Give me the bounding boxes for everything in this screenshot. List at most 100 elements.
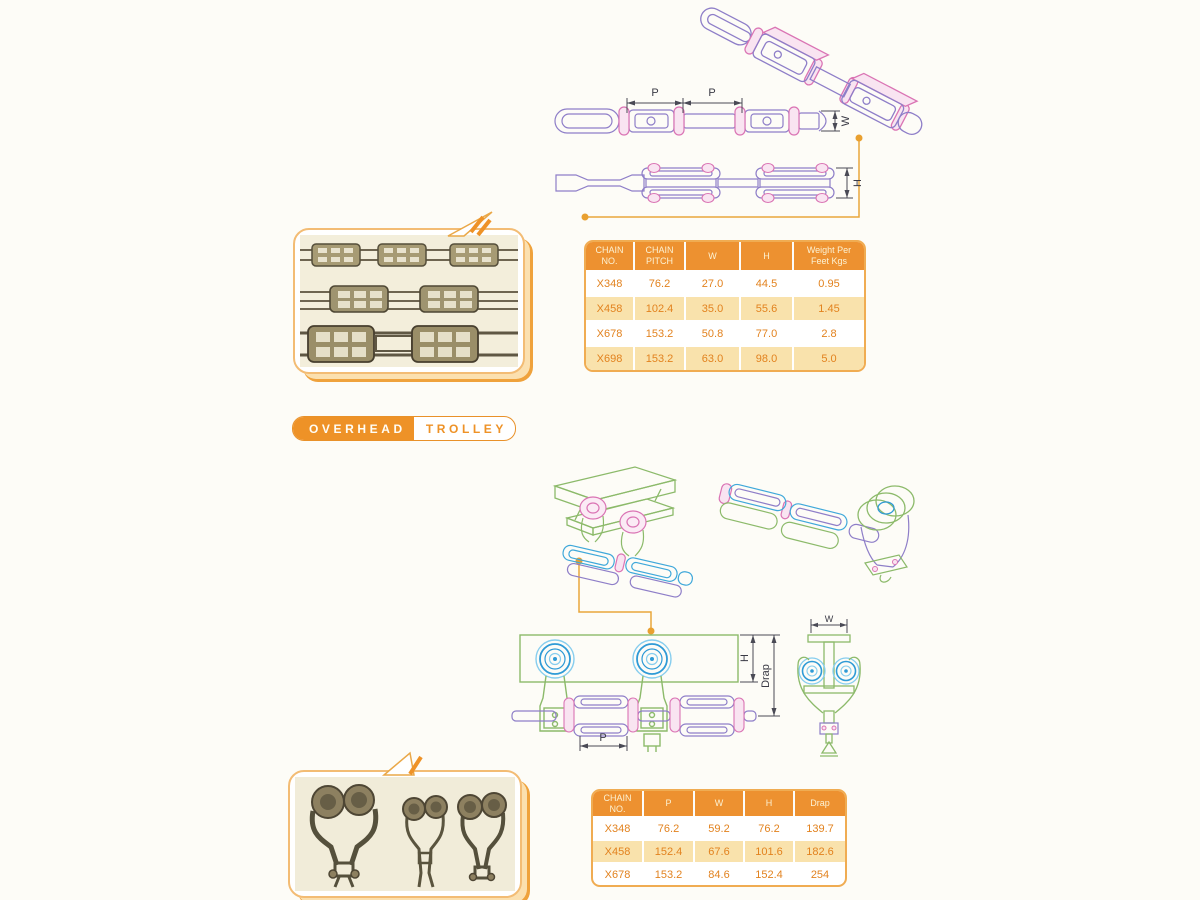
table-row: X698 153.2 63.0 98.0 5.0: [586, 345, 864, 370]
trolley-wheels: [579, 496, 647, 534]
trolley-wheel-left: [535, 639, 575, 679]
cell: 152.4: [745, 864, 795, 885]
photo-frame-trolleys: [288, 770, 522, 898]
header-cell: W: [686, 242, 741, 270]
badge-left-label: OVERHEAD: [293, 417, 414, 440]
cell: X458: [586, 297, 635, 320]
header-cell: CHAIN NO.: [593, 791, 644, 816]
wheel-left: [798, 657, 826, 685]
cell: X458: [593, 841, 644, 862]
dim-label-p1: P: [651, 87, 658, 99]
header-cell: CHAIN PITCH: [635, 242, 686, 270]
header-cell: Weight Per Feet Kgs: [794, 242, 864, 270]
table-header-row: CHAIN NO. CHAIN PITCH W H Weight Per Fee…: [586, 242, 864, 270]
photo-trolley-3: [457, 792, 507, 882]
chain-plan-view-drawing: P P W: [554, 87, 852, 136]
header-cell: CHAIN NO.: [586, 242, 635, 270]
hanger-arms: [580, 515, 645, 557]
chain-spec-table: CHAIN NO. CHAIN PITCH W H Weight Per Fee…: [584, 240, 866, 372]
dim-label-drap: Drap: [760, 664, 772, 688]
cell: X678: [586, 322, 635, 345]
header-cell: P: [644, 791, 695, 816]
dim-label-w: W: [840, 115, 852, 126]
photo-pointer-1: [447, 211, 493, 237]
chain-strands: [718, 483, 880, 550]
height-dimension: H: [739, 634, 758, 683]
cell: 1.45: [794, 297, 864, 320]
cell: 139.7: [806, 822, 834, 835]
header-cell: H: [741, 242, 794, 270]
pitch-dimension: P P: [626, 87, 743, 113]
cell: 35.0: [686, 297, 741, 320]
overhead-trolley-badge: OVERHEAD TROLLEY: [292, 416, 517, 441]
photo-trolley-1: [309, 784, 379, 888]
ibeam: [552, 466, 678, 536]
bolt-heads: [647, 162, 829, 204]
cell: X678: [593, 864, 644, 885]
badge-right-label: TROLLEY: [425, 421, 508, 436]
table-row: X458 102.4 35.0 55.6 1.45: [586, 295, 864, 320]
table-row: X678 153.2 50.8 77.0 2.8: [586, 320, 864, 345]
cell: 63.0: [686, 347, 741, 370]
cell: 76.2: [644, 818, 695, 839]
cell: 102.4: [635, 297, 686, 320]
cell: 77.0: [741, 322, 794, 345]
chain-side-view-drawing: H: [555, 162, 864, 204]
trolley-side-view-drawing: P H Drap: [511, 634, 780, 752]
cell: 76.2: [745, 818, 795, 839]
clevis: [864, 554, 908, 583]
width-dimension: W: [821, 110, 852, 132]
chain-isometric-drawing: [700, 7, 923, 135]
photo-chain-links-small: [311, 243, 499, 267]
beam: [519, 634, 739, 683]
table-row: X458 152.4 67.6 101.6 182.6: [593, 839, 845, 862]
cell: 0.95: [818, 277, 840, 290]
trolley-front-view-drawing: W: [797, 614, 861, 757]
hanger-right: [636, 675, 668, 752]
cell: 59.2: [695, 818, 745, 839]
pitch-dimension: P: [579, 732, 628, 751]
cell: 152.4: [644, 841, 695, 862]
photo-frame-chains: [293, 228, 525, 374]
cell: 153.2: [644, 864, 695, 885]
wheel-right: [832, 657, 860, 685]
chain-rollers: [563, 697, 745, 733]
dim-label-h: H: [739, 654, 751, 662]
cell: 84.6: [695, 864, 745, 885]
trolley-wheel-stack: [857, 485, 915, 531]
table-row: X348 76.2 59.2 76.2 139.7: [593, 816, 845, 839]
dim-label-p2: P: [708, 87, 715, 99]
trolley-chain-isometric-drawing: [718, 483, 915, 583]
dim-label-h: H: [852, 179, 864, 187]
chain-links: [562, 544, 694, 598]
cell: 182.6: [795, 841, 845, 862]
trolley-spec-table: CHAIN NO. P W H Drap X348 76.2 59.2 76.2…: [591, 789, 847, 887]
wheel-hub: [877, 501, 895, 515]
cell: 101.6: [745, 841, 795, 862]
drop-dimension: Drap: [758, 634, 780, 717]
cell: X348: [586, 272, 635, 295]
cell: 98.0: [741, 347, 794, 370]
cell: X348: [593, 818, 644, 839]
trolley-ibeam-isometric-drawing: [552, 466, 694, 598]
cell: X698: [586, 347, 635, 370]
header-cell: Drap: [795, 791, 845, 816]
cell: 254: [810, 868, 830, 881]
cell: 44.5: [741, 272, 794, 295]
cell: 50.8: [686, 322, 741, 345]
cell: 153.2: [635, 322, 686, 345]
trolley-wheel-right: [632, 639, 672, 679]
height-dimension: H: [836, 167, 864, 199]
cell: 2.8: [821, 327, 837, 340]
header-cell: H: [745, 791, 795, 816]
cell: 153.2: [635, 347, 686, 370]
forged-link-1: [752, 26, 830, 83]
table-row: X678 153.2 84.6 152.4 254: [593, 862, 845, 885]
photo-pointer-2: [381, 751, 423, 776]
trolleys-photo: [295, 777, 515, 891]
dim-label-p: P: [599, 732, 606, 744]
cell: 76.2: [635, 272, 686, 295]
cell: 5.0: [794, 347, 864, 370]
table-header-row: CHAIN NO. P W H Drap: [593, 791, 845, 816]
